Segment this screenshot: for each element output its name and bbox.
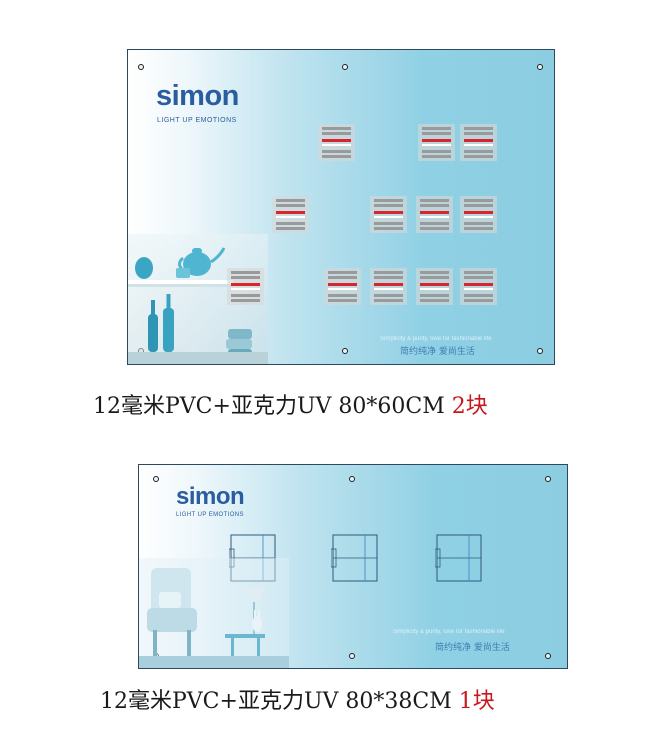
mounting-hole	[537, 348, 543, 354]
board-bottom-caption: 12毫米PVC+亚克力UV 80*38CM 1块	[100, 683, 495, 715]
mounting-hole	[545, 653, 551, 659]
board-top-spec: 12毫米PVC+亚克力UV 80*60CM	[93, 394, 452, 419]
socket-spec-card	[227, 268, 264, 305]
slogan-english: Simplicity & purity, love for fashionabl…	[380, 336, 492, 342]
socket-spec-card	[272, 196, 309, 233]
brand-tagline: LIGHT UP EMOTIONS	[157, 117, 237, 124]
mounting-hole	[342, 64, 348, 70]
mounting-hole	[349, 653, 355, 659]
slogan-chinese: 简约纯净 爱尚生活	[435, 643, 510, 653]
simon-logo: simon	[176, 483, 245, 510]
board-top-quantity: 2块	[451, 394, 488, 419]
socket-spec-card	[460, 268, 497, 305]
socket-spec-card	[460, 124, 497, 161]
display-board-top: simon LIGHT UP EMOTIONS	[127, 49, 555, 365]
board-bottom-quantity: 1块	[458, 689, 495, 714]
mounting-hole	[545, 476, 551, 482]
socket-spec-card	[416, 196, 453, 233]
interior-illustration	[139, 558, 289, 668]
board-top-caption: 12毫米PVC+亚克力UV 80*60CM 2块	[93, 388, 488, 420]
socket-cutout-outline	[331, 534, 378, 582]
mounting-hole	[342, 348, 348, 354]
mounting-hole	[349, 476, 355, 482]
mounting-hole	[138, 64, 144, 70]
board-bottom-spec: 12毫米PVC+亚克力UV 80*38CM	[100, 689, 459, 714]
socket-spec-card	[418, 124, 455, 161]
brand-tagline: LIGHT UP EMOTIONS	[176, 512, 244, 518]
socket-cutout-outline	[435, 534, 482, 582]
slogan-chinese: 简约纯净 爱尚生活	[400, 347, 475, 357]
socket-spec-card	[370, 268, 407, 305]
slogan-english: Simplicity & purity, love for fashionabl…	[393, 629, 505, 635]
socket-spec-card	[460, 196, 497, 233]
mounting-hole	[153, 476, 159, 482]
simon-logo: simon	[156, 80, 239, 112]
display-board-bottom: simon LIGHT UP EMOTIONS	[138, 464, 568, 669]
socket-spec-card	[370, 196, 407, 233]
socket-spec-card	[318, 124, 355, 161]
socket-spec-card	[324, 268, 361, 305]
socket-spec-card	[416, 268, 453, 305]
socket-cutout-outline	[229, 534, 276, 582]
mounting-hole	[537, 64, 543, 70]
